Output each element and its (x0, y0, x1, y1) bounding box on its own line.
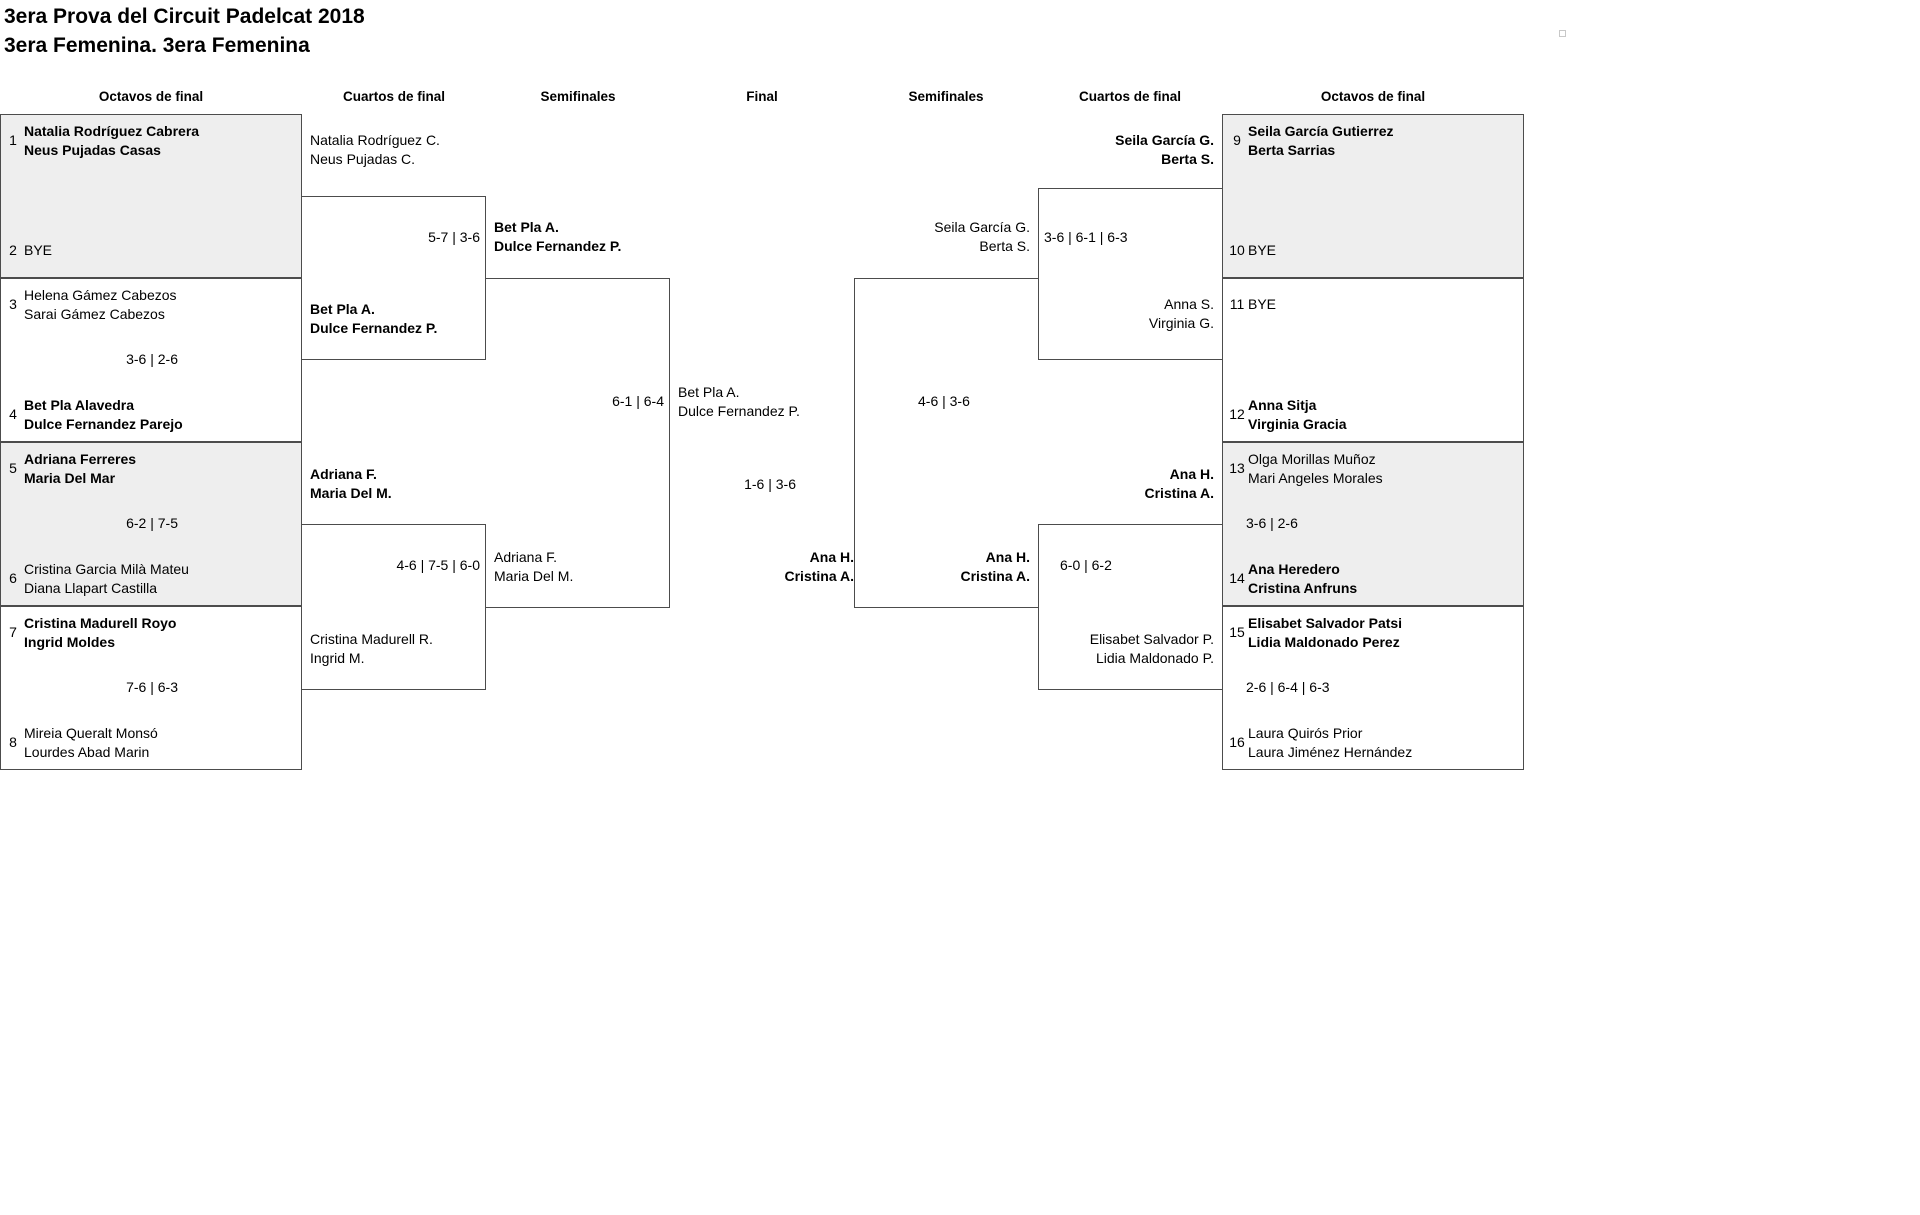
seed-number: 13 (1229, 460, 1245, 477)
seed-number: 3 (9, 296, 17, 313)
seed-number: 6 (9, 570, 17, 587)
octavos-entry-seed-12[interactable]: 12 Anna Sitja Virginia Gracia (1226, 396, 1522, 433)
seed-number: 11 (1229, 296, 1245, 312)
cuartos-right-team-4[interactable]: Elisabet Salvador P. Lidia Maldonado P. (1089, 631, 1214, 666)
seed-number: 5 (9, 460, 17, 477)
semis-left-team-1[interactable]: Bet Pla A. Dulce Fernandez P. (494, 219, 622, 254)
team-names: Natalia Rodríguez Cabrera Neus Pujadas C… (24, 123, 200, 158)
seed-number: 15 (1229, 624, 1245, 641)
team-names: Olga Morillas Muñoz Mari Angeles Morales (1248, 451, 1383, 486)
cuartos-right-team-3[interactable]: Ana H. Cristina A. (1144, 466, 1215, 501)
cuartos-right-team-2[interactable]: Anna S. Virginia G. (1148, 296, 1214, 331)
cuartos-right-connector-2 (1038, 524, 1222, 690)
seed-number: 2 (9, 242, 17, 258)
cuartos-left-team-3[interactable]: Adriana F. Maria Del M. (310, 466, 392, 501)
octavos-entry-seed-4[interactable]: 4 Bet Pla Alavedra Dulce Fernandez Parej… (2, 396, 300, 433)
cuartos-left-team-4[interactable]: Cristina Madurell R. Ingrid M. (310, 631, 433, 666)
cuartos-right-score-1: 3-6 | 6-1 | 6-3 (1044, 229, 1128, 245)
team-names: Elisabet Salvador Patsi Lidia Maldonado … (1248, 615, 1403, 650)
octavos-entry-seed-10[interactable]: 10 BYE (1226, 241, 1522, 260)
cuartos-right-team-1[interactable]: Seila García G. Berta S. (1115, 132, 1214, 167)
octavos-entry-seed-6[interactable]: 6 Cristina Garcia Milà Mateu Diana Llapa… (2, 560, 300, 597)
octavos-score-match-2: 3-6 | 2-6 (126, 351, 178, 367)
final-team-right[interactable]: Ana H. Cristina A. (784, 549, 855, 584)
octavos-score-match-4: 7-6 | 6-3 (126, 679, 178, 695)
corner-marker (1559, 30, 1566, 37)
octavos-match-6[interactable] (1222, 278, 1524, 442)
tournament-category: 3era Femenina. 3era Femenina (4, 34, 310, 57)
octavos-entry-seed-15[interactable]: 15 Elisabet Salvador Patsi Lidia Maldona… (1226, 614, 1522, 651)
team-names: Adriana Ferreres Maria Del Mar (24, 451, 137, 486)
octavos-entry-seed-5[interactable]: 5 Adriana Ferreres Maria Del Mar (2, 450, 300, 487)
octavos-match-2[interactable] (0, 278, 302, 442)
seed-number: 1 (9, 132, 17, 149)
cuartos-right-score-2: 6-0 | 6-2 (1060, 557, 1112, 573)
team-names: Bet Pla Alavedra Dulce Fernandez Parejo (24, 397, 183, 432)
octavos-entry-seed-1[interactable]: 1 Natalia Rodríguez Cabrera Neus Pujadas… (2, 122, 300, 159)
semis-right-team-1[interactable]: Seila García G. Berta S. (934, 219, 1030, 254)
octavos-entry-seed-7[interactable]: 7 Cristina Madurell Royo Ingrid Moldes (2, 614, 300, 651)
round-header-cuartos-right: Cuartos de final (1078, 89, 1181, 104)
seed-number: 4 (9, 406, 17, 423)
octavos-entry-seed-16[interactable]: 16 Laura Quirós Prior Laura Jiménez Hern… (1226, 724, 1522, 761)
final-team-left[interactable]: Bet Pla A. Dulce Fernandez P. (678, 384, 800, 419)
octavos-score-match-7: 3-6 | 2-6 (1246, 515, 1298, 531)
octavos-match-1[interactable] (0, 114, 302, 278)
seed-number: 14 (1229, 570, 1245, 587)
octavos-match-3[interactable] (0, 442, 302, 606)
team-names: Helena Gámez Cabezos Sarai Gámez Cabezos (24, 287, 177, 322)
tournament-name: 3era Prova del Circuit Padelcat 2018 (4, 5, 365, 28)
octavos-match-8[interactable] (1222, 606, 1524, 770)
octavos-entry-seed-2[interactable]: 2 BYE (2, 241, 300, 260)
seed-number: 8 (9, 734, 17, 751)
team-names: Cristina Garcia Milà Mateu Diana Llapart… (24, 561, 189, 596)
octavos-match-5[interactable] (1222, 114, 1524, 278)
octavos-match-4[interactable] (0, 606, 302, 770)
team-names: Laura Quirós Prior Laura Jiménez Hernánd… (1248, 725, 1413, 760)
semis-left-team-2[interactable]: Adriana F. Maria Del M. (494, 549, 574, 584)
octavos-entry-seed-13[interactable]: 13 Olga Morillas Muñoz Mari Angeles Mora… (1226, 450, 1522, 487)
seed-number: 16 (1229, 734, 1245, 751)
cuartos-left-connector-1 (302, 196, 486, 360)
octavos-entry-seed-3[interactable]: 3 Helena Gámez Cabezos Sarai Gámez Cabez… (2, 286, 300, 323)
round-header-octavos-right: Octavos de final (1320, 89, 1426, 104)
team-names: Mireia Queralt Monsó Lourdes Abad Marin (24, 725, 158, 760)
seed-number: 12 (1229, 406, 1245, 423)
cuartos-left-score-1: 5-7 | 3-6 (428, 229, 480, 245)
final-score: 1-6 | 3-6 (744, 476, 796, 492)
semis-right-connector (854, 278, 1038, 608)
semis-left-score: 6-1 | 6-4 (612, 393, 664, 409)
round-header-semis-left: Semifinales (540, 89, 616, 104)
octavos-entry-seed-9[interactable]: 9 Seila García Gutierrez Berta Sarrias (1226, 122, 1522, 159)
round-header-octavos-left: Octavos de final (98, 89, 204, 104)
round-header-semis-right: Semifinales (908, 89, 984, 104)
round-header-final: Final (746, 89, 778, 104)
team-names: Ana Heredero Cristina Anfruns (1248, 561, 1358, 596)
team-names: BYE (1248, 296, 1277, 312)
team-names: Seila García Gutierrez Berta Sarrias (1248, 123, 1394, 158)
octavos-score-match-3: 6-2 | 7-5 (126, 515, 178, 531)
semis-right-team-2[interactable]: Ana H. Cristina A. (960, 549, 1031, 584)
team-names: BYE (1248, 242, 1277, 258)
team-names: Cristina Madurell Royo Ingrid Moldes (24, 615, 177, 650)
octavos-match-7[interactable] (1222, 442, 1524, 606)
seed-number: 10 (1229, 242, 1245, 258)
cuartos-right-connector-1 (1038, 188, 1222, 360)
octavos-score-match-8: 2-6 | 6-4 | 6-3 (1246, 679, 1330, 695)
seed-number: 9 (1233, 132, 1241, 149)
team-names: BYE (24, 242, 53, 258)
cuartos-left-team-2[interactable]: Bet Pla A. Dulce Fernandez P. (310, 301, 438, 336)
semis-right-score: 4-6 | 3-6 (918, 393, 970, 409)
cuartos-left-connector-2 (302, 524, 486, 690)
octavos-entry-seed-14[interactable]: 14 Ana Heredero Cristina Anfruns (1226, 560, 1522, 597)
semis-left-connector (486, 278, 670, 608)
cuartos-left-team-1[interactable]: Natalia Rodríguez C. Neus Pujadas C. (310, 132, 440, 167)
page-title: 3era Prova del Circuit Padelcat 2018 3er… (4, 2, 365, 60)
seed-number: 7 (9, 624, 17, 641)
round-header-cuartos-left: Cuartos de final (342, 89, 445, 104)
team-names: Anna Sitja Virginia Gracia (1248, 397, 1347, 432)
cuartos-left-score-2: 4-6 | 7-5 | 6-0 (396, 557, 480, 573)
octavos-entry-seed-8[interactable]: 8 Mireia Queralt Monsó Lourdes Abad Mari… (2, 724, 300, 761)
octavos-entry-seed-11[interactable]: 11 BYE (1226, 295, 1522, 314)
